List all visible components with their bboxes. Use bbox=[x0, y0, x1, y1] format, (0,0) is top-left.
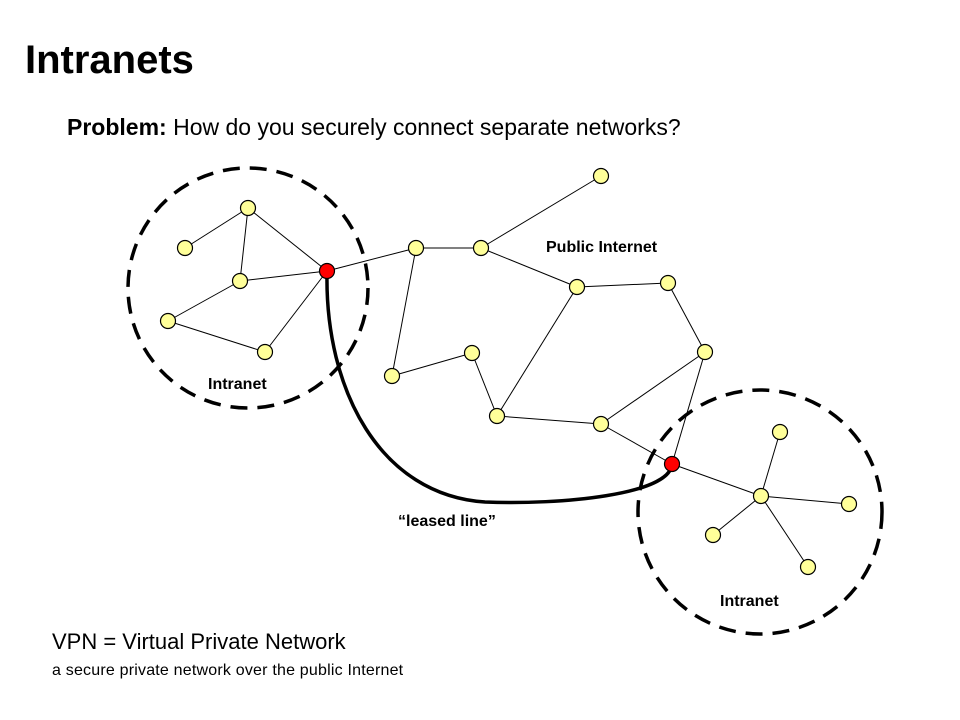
link-c-g1 bbox=[239, 270, 328, 282]
network-links bbox=[167, 175, 850, 568]
network-node-a bbox=[239, 199, 257, 217]
network-node-b bbox=[176, 239, 194, 257]
link-j-k bbox=[576, 282, 669, 288]
network-node-k bbox=[659, 274, 677, 292]
problem-label: Problem: bbox=[67, 114, 167, 140]
link-a-c bbox=[239, 207, 249, 282]
leased-line-label: “leased line” bbox=[398, 513, 496, 530]
link-q-g2 bbox=[600, 423, 673, 465]
network-node-s bbox=[752, 487, 770, 505]
vpn-footer: VPN = Virtual Private Network a secure p… bbox=[52, 629, 403, 680]
link-a-g1 bbox=[247, 207, 328, 272]
network-node-m bbox=[383, 367, 401, 385]
link-o-p bbox=[471, 352, 498, 417]
intranet-left-label: Intranet bbox=[208, 376, 267, 393]
problem-statement: Problem: How do you securely connect sep… bbox=[67, 114, 681, 141]
intranet-left-boundary bbox=[126, 166, 370, 410]
link-l-q bbox=[600, 351, 706, 425]
problem-question: How do you securely connect separate net… bbox=[173, 114, 681, 140]
network-node-r bbox=[771, 423, 789, 441]
link-g1-f bbox=[326, 247, 417, 272]
network-node-l bbox=[696, 343, 714, 361]
public-internet-label: Public Internet bbox=[546, 239, 658, 256]
gateway-router-g1 bbox=[318, 262, 336, 280]
network-node-e bbox=[256, 343, 274, 361]
network-node-c bbox=[231, 272, 249, 290]
link-l-g2 bbox=[671, 351, 706, 465]
network-node-i bbox=[592, 167, 610, 185]
network-nodes bbox=[159, 167, 858, 576]
link-d-e bbox=[167, 320, 266, 353]
network-node-h bbox=[472, 239, 490, 257]
link-e-g1 bbox=[264, 270, 328, 353]
link-f-m bbox=[391, 247, 417, 377]
link-s-u bbox=[712, 495, 762, 536]
link-s-v bbox=[760, 495, 809, 568]
link-g2-s bbox=[671, 463, 762, 497]
link-s-t bbox=[760, 495, 850, 505]
link-s-r bbox=[760, 431, 781, 497]
network-node-p bbox=[488, 407, 506, 425]
network-node-f bbox=[407, 239, 425, 257]
network-node-v bbox=[799, 558, 817, 576]
leased-line bbox=[325, 272, 674, 505]
link-p-q bbox=[496, 415, 602, 425]
intranet-right-boundary bbox=[636, 388, 884, 636]
link-c-d bbox=[167, 280, 241, 322]
network-node-j bbox=[568, 278, 586, 296]
link-h-i bbox=[480, 175, 602, 249]
intranet-right-label: Intranet bbox=[720, 593, 779, 610]
link-m-o bbox=[391, 352, 473, 377]
network-node-q bbox=[592, 415, 610, 433]
network-node-u bbox=[704, 526, 722, 544]
vpn-definition: VPN = Virtual Private Network bbox=[52, 629, 346, 654]
link-b-a bbox=[184, 207, 249, 249]
link-j-p bbox=[496, 286, 578, 417]
network-node-t bbox=[840, 495, 858, 513]
link-k-l bbox=[667, 282, 706, 353]
gateway-router-g2 bbox=[663, 455, 681, 473]
network-node-d bbox=[159, 312, 177, 330]
slide-title: Intranets bbox=[25, 38, 194, 82]
vpn-subtitle: a secure private network over the public… bbox=[52, 662, 404, 680]
network-node-o bbox=[463, 344, 481, 362]
link-h-j bbox=[480, 247, 578, 288]
